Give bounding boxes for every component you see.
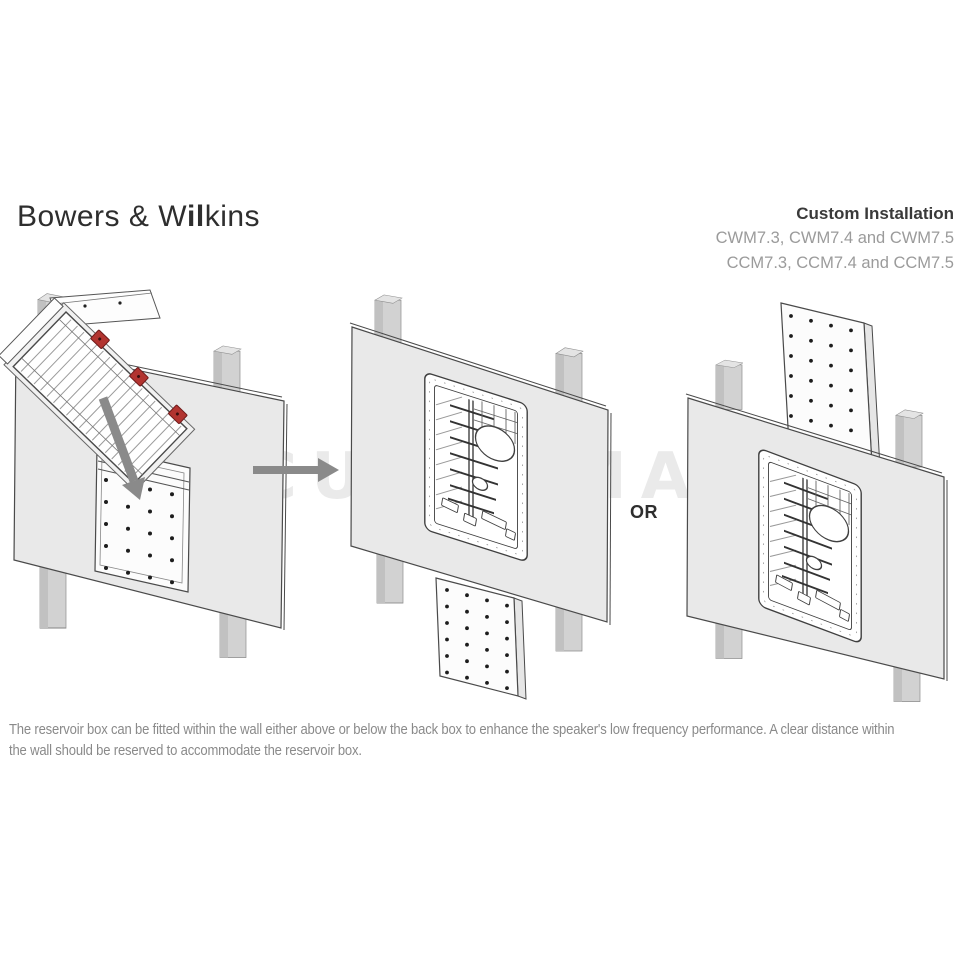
reservoir-box-below bbox=[435, 577, 527, 700]
insertion-arrow bbox=[98, 396, 145, 500]
page-title: Custom Installation bbox=[796, 204, 954, 223]
back-box bbox=[423, 371, 529, 564]
caption: The reservoir box can be fitted within t… bbox=[9, 719, 957, 761]
header-block: Custom Installation CWM7.3, CWM7.4 and C… bbox=[716, 201, 954, 276]
logo-text: kins bbox=[204, 200, 261, 233]
or-label: OR bbox=[630, 502, 658, 522]
clamp-dogs bbox=[90, 329, 188, 424]
logo-text-bold: il bbox=[187, 200, 205, 233]
caption-line-2: the wall should be reserved to accommoda… bbox=[9, 742, 362, 759]
diagram-reservoir-below bbox=[349, 294, 612, 700]
caption-line-1: The reservoir box can be fitted within t… bbox=[9, 721, 895, 738]
diagram-reservoir-above bbox=[685, 302, 948, 703]
diagram-back-box-insertion bbox=[0, 289, 288, 659]
flow-arrow bbox=[253, 458, 339, 482]
logo-text: Bowers & W bbox=[17, 200, 188, 233]
model-list-ccm: CCM7.3, CCM7.4 and CCM7.5 bbox=[726, 254, 954, 272]
model-list-cwm: CWM7.3, CWM7.4 and CWM7.5 bbox=[715, 229, 954, 247]
reservoir-screw-dots bbox=[445, 588, 509, 690]
brand-logo: Bowers & Wilkins bbox=[17, 200, 260, 234]
